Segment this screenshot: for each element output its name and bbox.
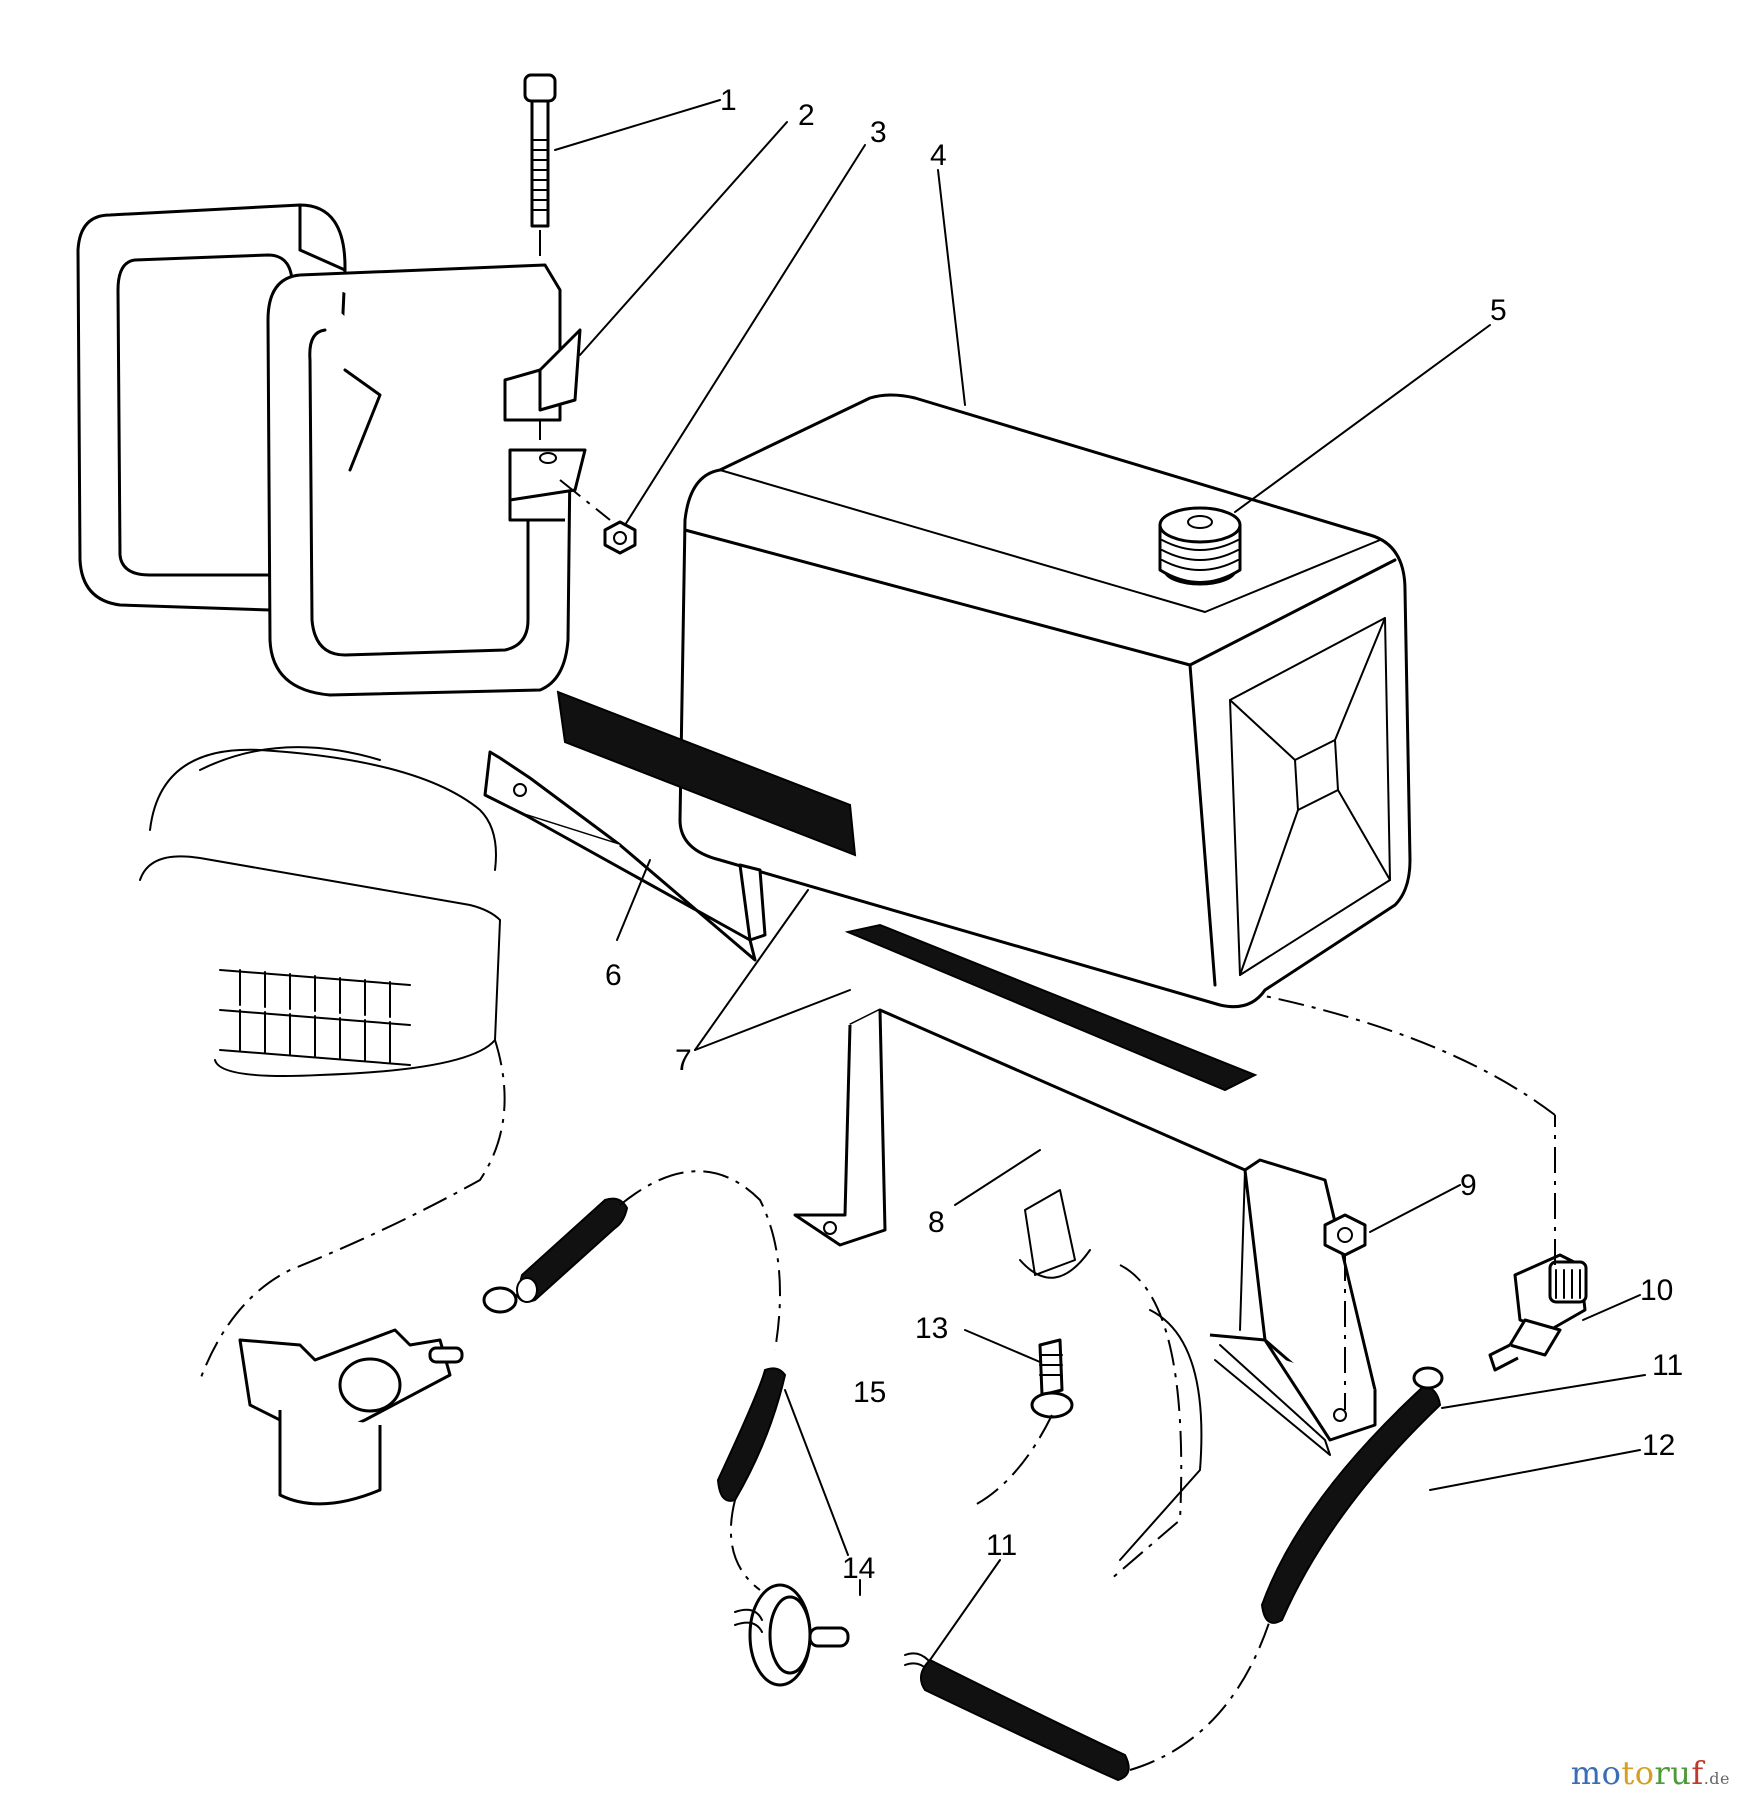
part-bracket-6 (483, 750, 767, 962)
label-part-12: 12 (1642, 1429, 1675, 1462)
part-screw-13 (974, 1338, 1074, 1506)
part-nut-9 (1323, 1213, 1367, 1410)
part-hose-clamp-left (482, 1286, 518, 1314)
label-part-1: 1 (720, 84, 737, 117)
part-air-cleaner-cover-2 (266, 263, 611, 697)
part-pad-lower (844, 923, 1258, 1092)
label-part-9: 9 (1460, 1169, 1477, 1202)
part-hose-lower (904, 1619, 1271, 1782)
label-part-5: 5 (1490, 294, 1507, 327)
label-part-15: 15 (853, 1376, 886, 1409)
label-part-11: 11 (1652, 1349, 1683, 1382)
label-part-10: 10 (1640, 1274, 1673, 1307)
label-part-3: 3 (870, 116, 887, 149)
part-hose-clamp-11 (1412, 1366, 1444, 1390)
part-pad-upper (556, 690, 857, 857)
part-fuel-cap (1158, 506, 1242, 586)
label-part-8: 8 (928, 1206, 945, 1239)
part-mount-reference (1019, 1189, 1203, 1581)
part-hose-15 (716, 1367, 787, 1502)
label-part-11-lower: 11 (986, 1529, 1017, 1562)
label-part-13: 13 (915, 1312, 948, 1345)
label-part-14: 14 (842, 1552, 875, 1585)
label-part-4: 4 (930, 139, 947, 172)
label-part-7: 7 (675, 1044, 692, 1077)
label-part-6: 6 (605, 959, 622, 992)
part-number-labels: 1 2 3 4 5 6 7 8 9 10 11 12 13 14 15 11 (605, 84, 1683, 1585)
part-carburetor (238, 1328, 464, 1506)
part-hose-left (515, 1170, 781, 1351)
part-fuel-filter (729, 1499, 850, 1687)
part-tank-support (793, 1008, 1377, 1456)
part-engine-shroud-reference (139, 746, 506, 1381)
label-part-2: 2 (798, 99, 815, 132)
watermark-logo: motoruf.de (1570, 1754, 1730, 1792)
part-nut-3 (603, 520, 637, 555)
part-shutoff-valve (1259, 994, 1588, 1372)
leader-lines (554, 99, 1646, 1661)
part-hose-12 (1260, 1383, 1442, 1624)
